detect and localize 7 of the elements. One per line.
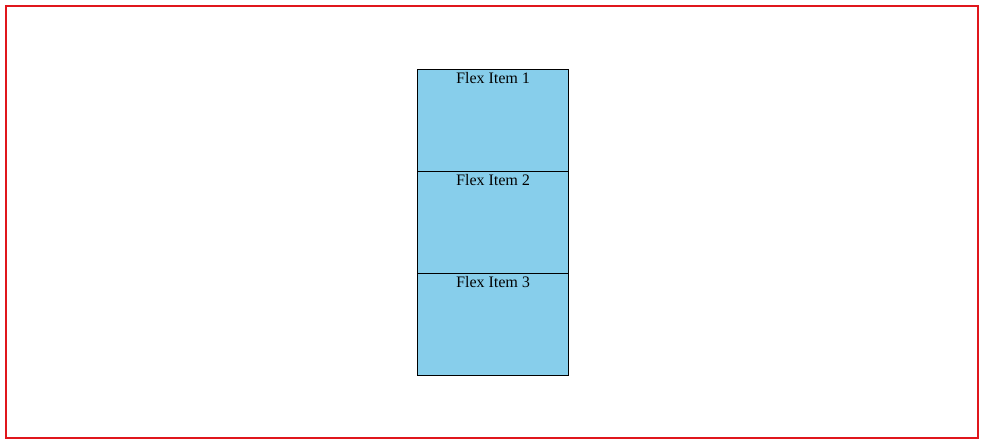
flex-item [417,171,569,274]
item-label: Flex Item 1 [455,70,531,88]
item-label: Flex Item 3 [455,274,531,292]
flex-item [417,273,569,376]
flex-item [417,69,569,172]
flex-container [5,5,979,439]
item-label: Flex Item 2 [455,172,531,190]
